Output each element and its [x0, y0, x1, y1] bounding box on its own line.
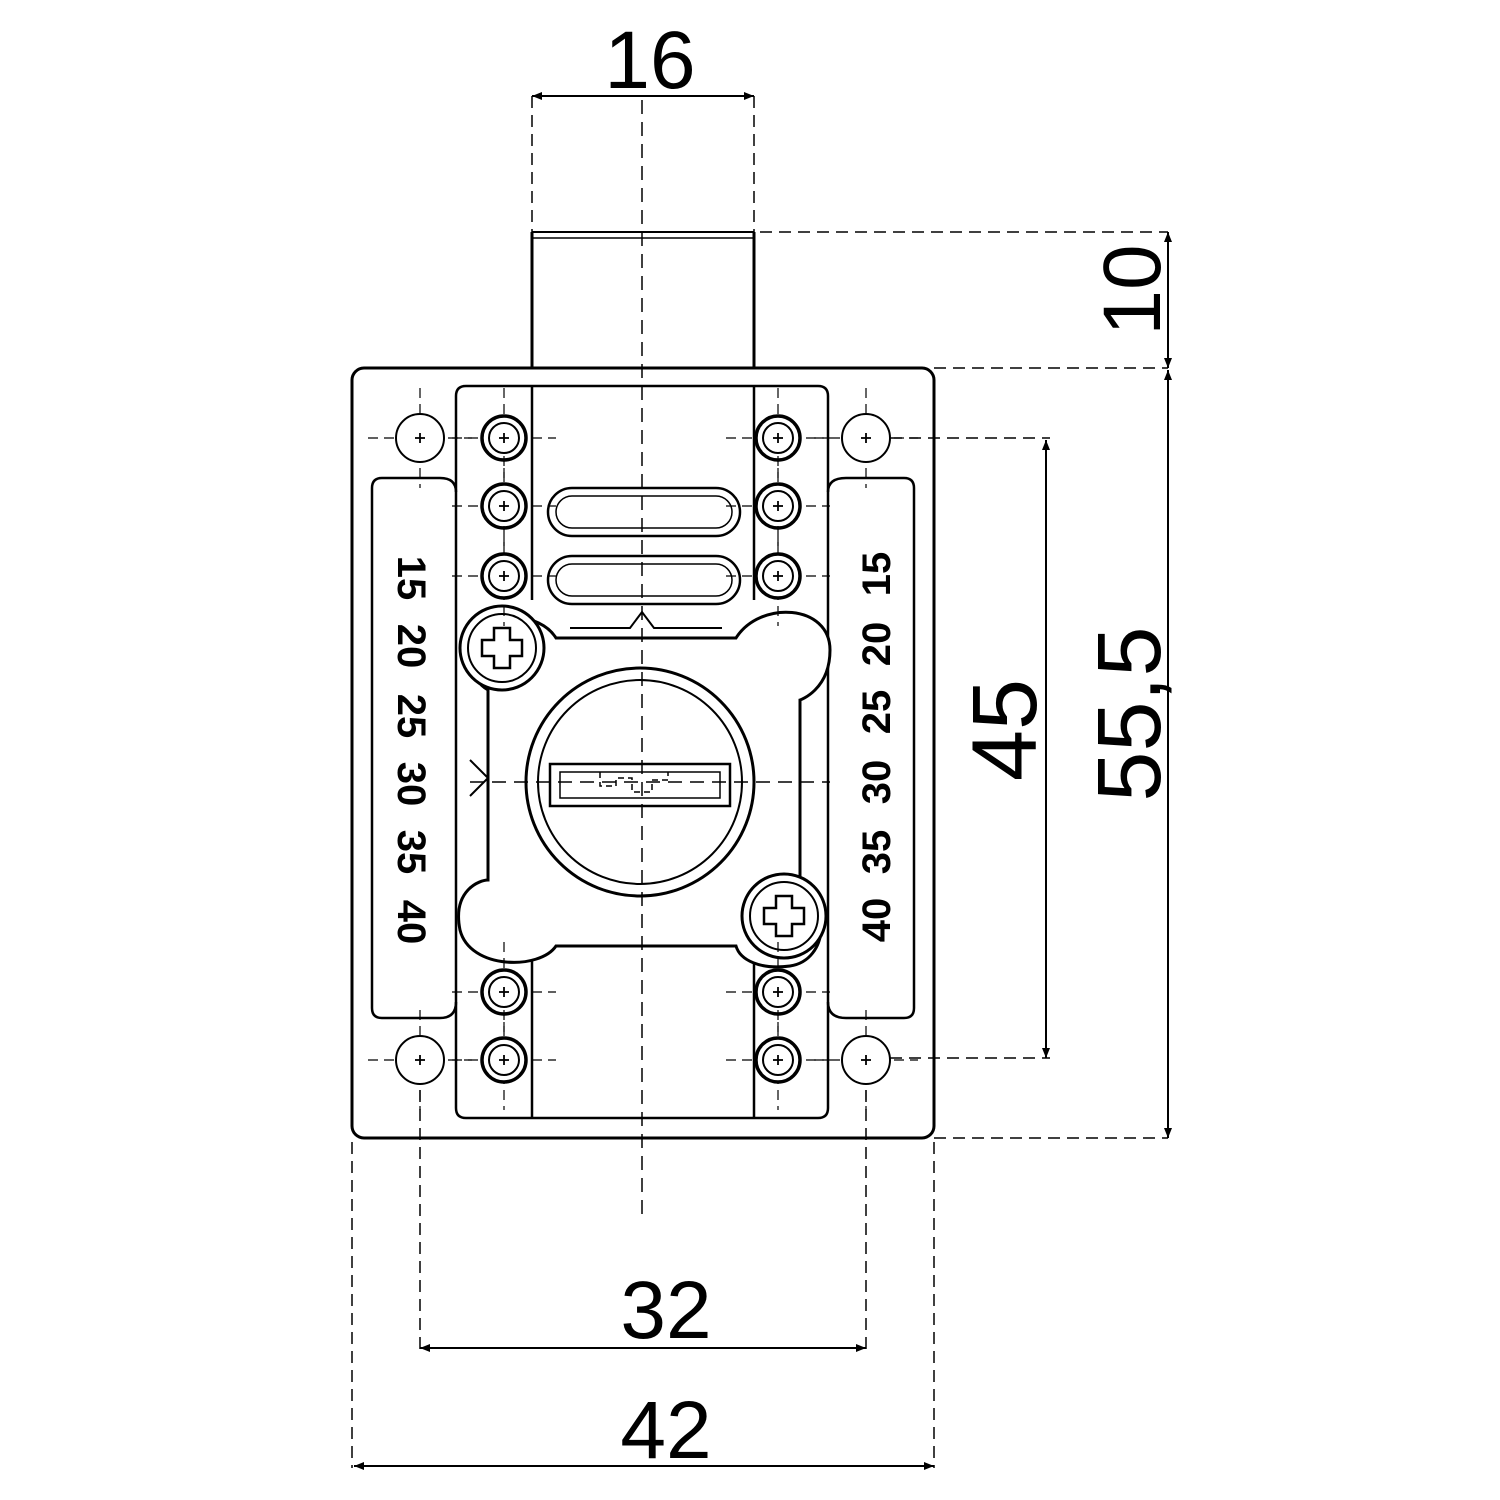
- dim-screw-spacing-vertical: 45: [954, 679, 1056, 781]
- fixing-hole: [452, 1010, 556, 1110]
- mounting-hole: [814, 1010, 918, 1110]
- screw-top-left: [458, 604, 546, 692]
- scale-left-35: 35: [389, 830, 433, 875]
- scale-right-35: 35: [855, 830, 899, 875]
- scale-left-25: 25: [389, 694, 433, 739]
- extension-lines: [351, 96, 1168, 1468]
- center-lines: [470, 100, 830, 1222]
- mounting-hole: [368, 388, 472, 488]
- dimension-lines: [354, 92, 1172, 1470]
- dim-body-width: 42: [620, 1385, 711, 1476]
- screw-bottom-right: [740, 872, 828, 960]
- dim-bolt-projection: 10: [1087, 244, 1178, 335]
- scale-left-15: 15: [389, 556, 433, 601]
- mounting-holes: [368, 388, 918, 1110]
- lock-body: [350, 366, 936, 1140]
- fixing-hole: [726, 1010, 830, 1110]
- scale-left-40: 40: [389, 900, 433, 945]
- dim-body-height: 55,5: [1080, 626, 1180, 801]
- scale-right-15: 15: [855, 552, 899, 597]
- scale-right: 15 20 25 30 35 40: [855, 552, 899, 943]
- fixing-hole: [452, 456, 556, 556]
- bolt: [530, 231, 756, 368]
- fixing-hole: [452, 526, 556, 626]
- scale-right-40: 40: [855, 898, 899, 943]
- fixing-hole: [726, 526, 830, 626]
- scale-right-25: 25: [855, 690, 899, 735]
- dim-bolt-width: 16: [604, 15, 695, 106]
- scale-right-30: 30: [855, 760, 899, 805]
- fixing-hole: [452, 388, 556, 488]
- dim-screw-spacing-horizontal: 32: [620, 1265, 711, 1356]
- scale-left: 15 20 25 30 35 40: [389, 556, 433, 945]
- scale-left-30: 30: [389, 762, 433, 807]
- scale-left-20: 20: [389, 624, 433, 669]
- scale-right-20: 20: [855, 622, 899, 667]
